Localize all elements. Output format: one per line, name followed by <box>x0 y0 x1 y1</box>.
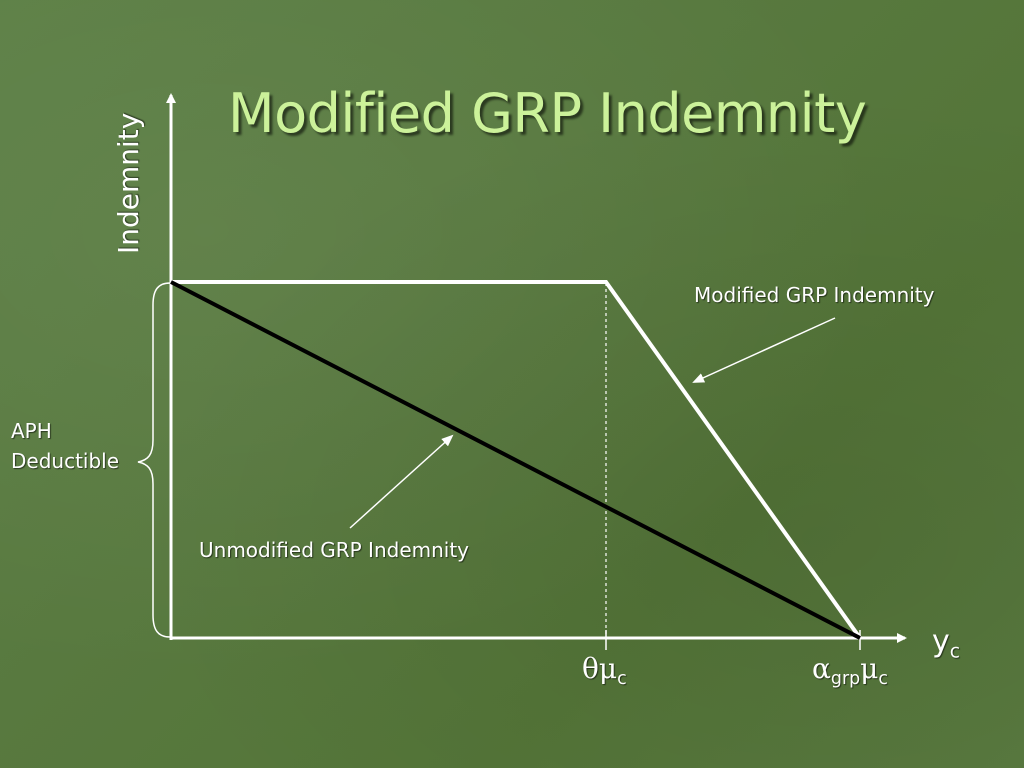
unmodified-grp-indemnity-line <box>170 280 861 640</box>
x-axis-label-main: y <box>932 624 950 659</box>
x-axis-label-sub: c <box>949 641 960 663</box>
unmodified-grp-indemnity-label: Unmodified GRP Indemnity <box>199 538 470 562</box>
mu-symbol: μ <box>860 652 879 685</box>
alpha-sub: grp <box>830 669 861 690</box>
theta-mu-symbol: θμ <box>582 652 618 685</box>
modified-grp-indemnity-label: Modified GRP Indemnity <box>694 283 935 307</box>
modified-grp-indemnity-line <box>171 280 862 640</box>
deductible-label-line2: Deductible <box>11 449 120 473</box>
unmodified-label-arrow <box>349 434 454 529</box>
x-axis-label: yc <box>932 624 960 663</box>
tick-label-alpha-grp-mu: αgrpμc <box>812 652 888 689</box>
deductible-label: APH Deductible <box>11 416 119 476</box>
y-axis-label: Indemnity <box>112 112 145 254</box>
deductible-label-line1: APH <box>11 419 52 443</box>
tick-label-theta-mu: θμc <box>582 652 627 689</box>
theta-mu-sub: c <box>617 669 627 690</box>
modified-label-arrow <box>692 317 836 383</box>
alpha-symbol: α <box>812 652 831 685</box>
slide-title: Modified GRP Indemnity <box>228 82 867 145</box>
deductible-brace <box>137 282 171 638</box>
mu-sub: c <box>878 669 888 690</box>
